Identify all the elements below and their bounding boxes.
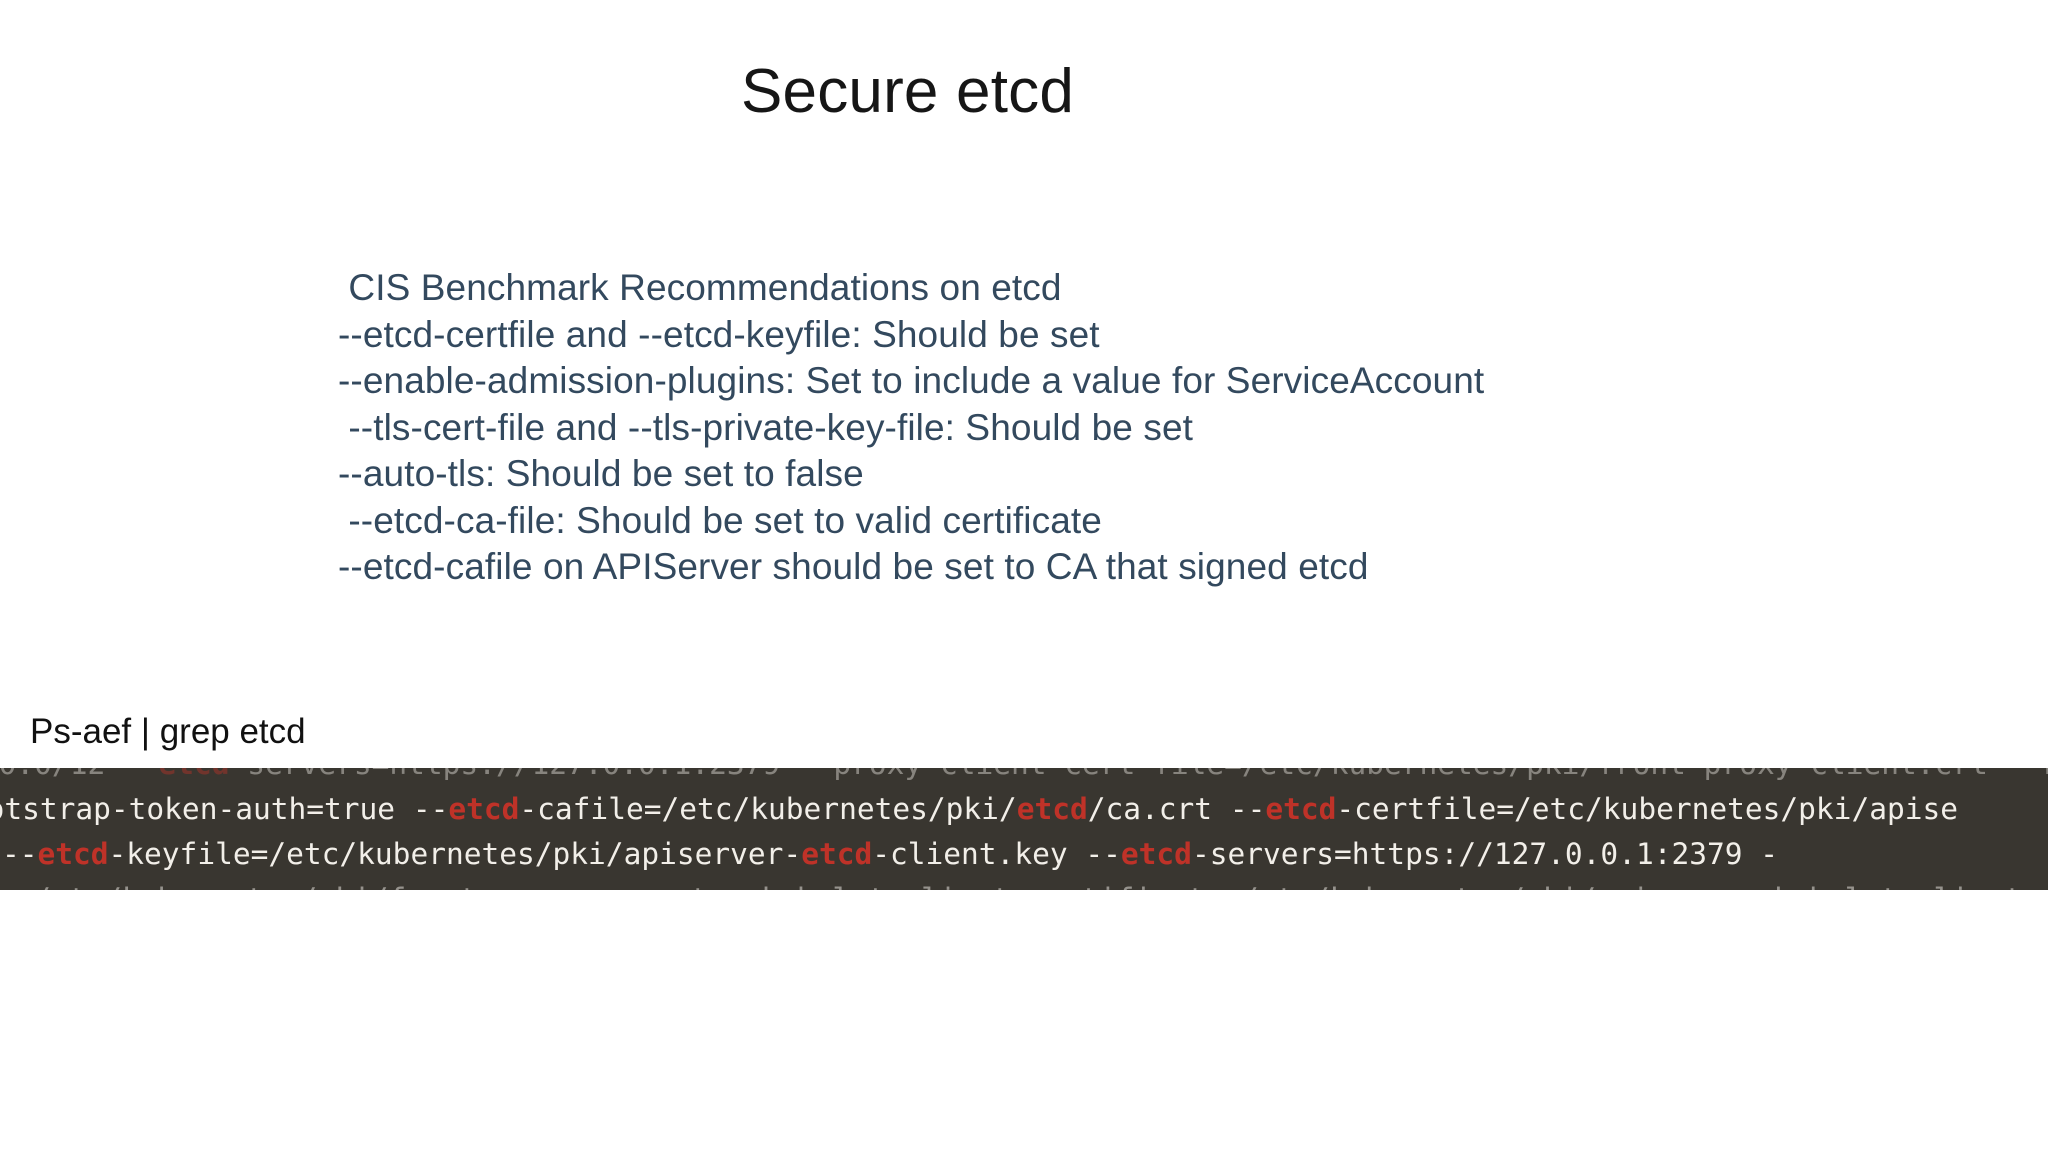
terminal-text-segment: -client.crt -- <box>1 837 38 871</box>
terminal-line: ent-ca-file=/etc/kubernetes/pki/front-pr… <box>0 877 2048 890</box>
terminal-text-segment: -client.key -- <box>872 837 1121 871</box>
terminal-text-segment: ent-ca-file=/etc/kubernetes/pki/front-pr… <box>0 882 2048 890</box>
list-item: --etcd-cafile on APIServer should be set… <box>338 546 1369 587</box>
terminal-text: ss-cidr=10.96.0.0/12 --etcd-servers=http… <box>0 768 2048 890</box>
grep-match: etcd <box>1120 837 1192 871</box>
list-item: --tls-cert-file and --tls-private-key-fi… <box>338 406 1194 448</box>
terminal-text-segment: -certfile=/etc/kubernetes/pki/apise <box>1336 792 1959 826</box>
terminal-line: -etcd-client.crt --etcd-keyfile=/etc/kub… <box>0 832 2048 877</box>
list-item: CIS Benchmark Recommendations on etcd <box>338 267 1062 308</box>
grep-match: etcd <box>1016 792 1088 826</box>
terminal-line: ble-bootstrap-token-auth=true --etcd-caf… <box>0 787 2048 832</box>
terminal-text-segment: -cafile=/etc/kubernetes/pki/ <box>519 792 1017 826</box>
terminal-line: ss-cidr=10.96.0.0/12 --etcd-servers=http… <box>0 768 2048 787</box>
page-title: Secure etcd <box>740 57 1075 126</box>
terminal-text-segment: /ca.crt -- <box>1087 792 1266 826</box>
list-item: --etcd-ca-file: Should be set to valid c… <box>338 499 1102 541</box>
terminal-text-segment: -keyfile=/etc/kubernetes/pki/apiserver- <box>108 837 802 871</box>
grep-match: etcd <box>1265 792 1337 826</box>
grep-match: etcd <box>37 837 109 871</box>
grep-match: etcd <box>801 837 873 871</box>
ps-command-caption: Ps-aef | grep etcd <box>30 712 306 751</box>
list-item: --etcd-certfile and --etcd-keyfile: Shou… <box>338 313 1100 355</box>
grep-match: etcd <box>159 768 230 781</box>
grep-match: etcd <box>448 792 520 826</box>
recommendations-list: CIS Benchmark Recommendations on etcd --… <box>338 265 1838 591</box>
list-item: --auto-tls: Should be set to false <box>338 453 864 494</box>
terminal-text-segment: ble-bootstrap-token-auth=true -- <box>0 792 449 826</box>
terminal-text-segment: -servers=https://127.0.0.1:2379 --proxy-… <box>230 768 2048 781</box>
terminal-text-segment: -servers=https://127.0.0.1:2379 - <box>1191 837 1779 871</box>
terminal-text-segment: ss-cidr=10.96.0.0/12 -- <box>0 768 159 781</box>
terminal-output-strip: ss-cidr=10.96.0.0/12 --etcd-servers=http… <box>0 768 2048 890</box>
list-item: --enable-admission-plugins: Set to inclu… <box>338 360 1485 401</box>
